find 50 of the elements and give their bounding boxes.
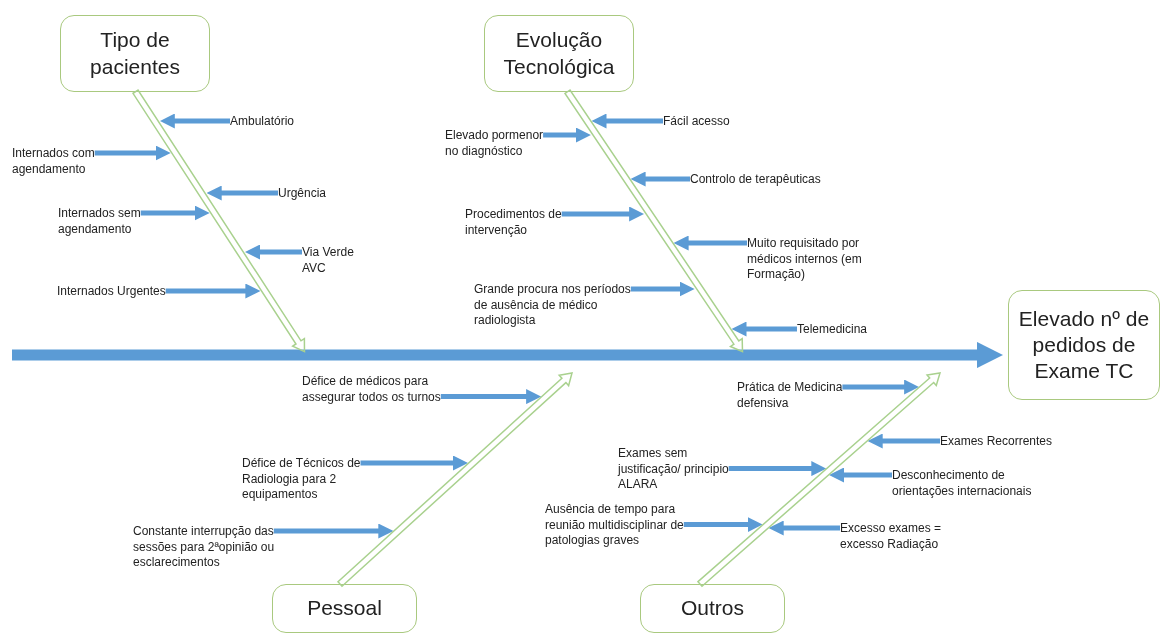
arrow bbox=[273, 523, 394, 539]
cause-label: Via Verde AVC bbox=[302, 245, 362, 277]
category-box: Outros bbox=[640, 584, 785, 633]
arrow bbox=[140, 205, 210, 221]
arrow bbox=[561, 206, 645, 222]
arrow bbox=[768, 520, 840, 536]
effect-box: Elevado nº de pedidos de Exame TC bbox=[1008, 290, 1160, 400]
arrow bbox=[206, 185, 278, 201]
cause-label: Internados sem agendamento bbox=[58, 206, 168, 238]
cause-label: Controlo de terapêuticas bbox=[690, 172, 821, 188]
cause-label: Desconhecimento de orientações internacionais bbox=[892, 468, 1062, 500]
arrow bbox=[728, 461, 827, 477]
cause-label: Ausência de tempo para reunião multidisciplinar de patologias graves bbox=[545, 502, 705, 549]
arrow bbox=[683, 517, 763, 533]
category-box: Tipo de pacientes bbox=[60, 15, 210, 92]
arrow bbox=[543, 127, 591, 143]
arrow bbox=[867, 433, 940, 449]
cause-label: Prática de Medicina defensiva bbox=[737, 380, 845, 412]
cause-label: Excesso exames = excesso Radiação bbox=[840, 521, 952, 553]
cause-label: Elevado pormenor no diagnóstico bbox=[445, 128, 555, 160]
category-box: Evolução Tecnológica bbox=[484, 15, 634, 92]
cause-label: Procedimentos de intervenção bbox=[465, 207, 580, 239]
arrow bbox=[829, 467, 892, 483]
arrow bbox=[245, 244, 302, 260]
arrow bbox=[94, 145, 171, 161]
arrow bbox=[165, 283, 261, 299]
spine-arrow bbox=[12, 341, 1004, 369]
arrow bbox=[360, 455, 468, 471]
cause-label: Défice de Técnicos de Radiologia para 2 equipamentos bbox=[242, 456, 372, 503]
category-box: Pessoal bbox=[272, 584, 417, 633]
arrow bbox=[591, 113, 663, 129]
cause-label: Internados com agendamento bbox=[12, 146, 132, 178]
cause-label: Fácil acesso bbox=[663, 114, 730, 130]
arrow bbox=[731, 321, 797, 337]
cause-label: Exames sem justificação/ principio ALARA bbox=[618, 446, 753, 493]
cause-label: Urgência bbox=[278, 186, 327, 202]
cause-label: Telemedicina bbox=[797, 322, 868, 338]
cause-label: Grande procura nos períodos de ausência de médico radiologista bbox=[474, 282, 642, 329]
arrow bbox=[842, 379, 920, 395]
arrow bbox=[159, 113, 230, 129]
cause-label: Défice de médicos para assegurar todos os turnos bbox=[302, 374, 472, 406]
arrow bbox=[673, 235, 747, 251]
cause-label: Exames Recorrentes bbox=[940, 434, 1053, 450]
cause-label: Internados Urgentes bbox=[57, 284, 166, 300]
cause-label: Ambulatório bbox=[230, 114, 295, 130]
arrow bbox=[630, 281, 695, 297]
cause-label: Constante interrupção das sessões para 2ªopinião ou esclarecimentos bbox=[133, 524, 305, 571]
cause-label: Muito requisitado por médicos internos (em Formação) bbox=[747, 236, 887, 283]
arrow bbox=[440, 389, 542, 405]
arrow bbox=[630, 171, 690, 187]
